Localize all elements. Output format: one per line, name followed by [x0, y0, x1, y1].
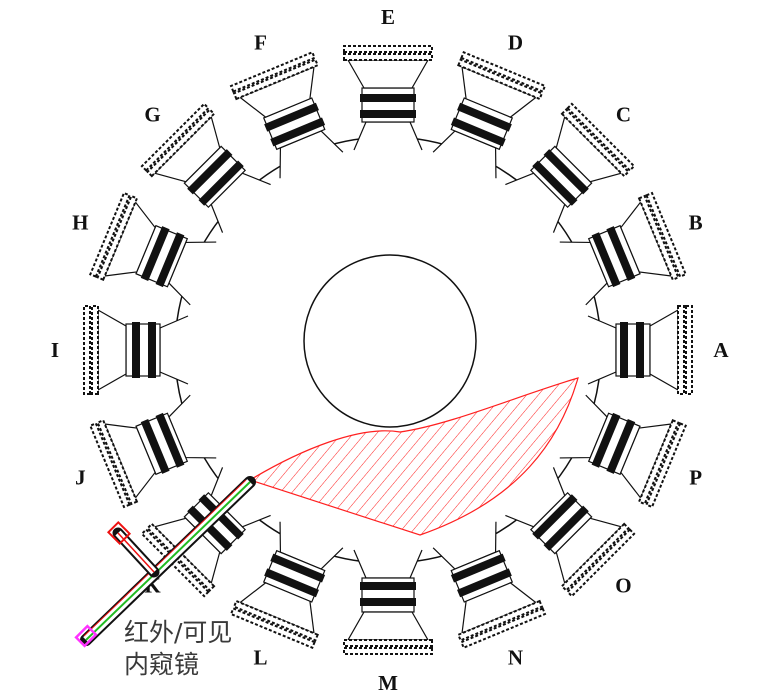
port-label-L: L: [254, 646, 268, 670]
port-N: [432, 521, 547, 650]
port-label-O: O: [615, 573, 631, 597]
port-O: [505, 467, 636, 598]
port-label-B: B: [689, 211, 703, 235]
port-label-J: J: [75, 465, 86, 489]
port-E: [343, 45, 433, 151]
port-I: [83, 305, 189, 395]
port-H: [88, 191, 217, 306]
port-L: [229, 521, 344, 650]
port-label-E: E: [381, 5, 395, 29]
port-label-H: H: [72, 211, 88, 235]
endoscope-tip: [74, 624, 98, 648]
caption-line-1: 红外/可见: [124, 618, 233, 647]
ports-group: [83, 45, 693, 655]
endoscope: [74, 476, 256, 648]
vacuum-vessel-inner-wall: [303, 254, 477, 428]
port-F: [229, 50, 344, 179]
port-A: [587, 305, 693, 395]
port-G: [140, 102, 271, 233]
port-M: [343, 549, 433, 655]
port-label-D: D: [508, 30, 523, 54]
port-label-I: I: [51, 338, 59, 362]
port-label-N: N: [508, 646, 523, 670]
port-label-F: F: [254, 30, 267, 54]
port-C: [505, 102, 636, 233]
port-D: [432, 50, 547, 179]
caption-line-2: 内窥镜: [124, 650, 200, 679]
port-P: [559, 394, 688, 509]
port-label-C: C: [616, 103, 631, 127]
port-J: [88, 394, 217, 509]
port-label-M: M: [378, 671, 398, 691]
port-B: [559, 191, 688, 306]
port-label-P: P: [689, 465, 702, 489]
port-label-G: G: [144, 103, 160, 127]
port-label-A: A: [713, 338, 729, 362]
field-of-view-hatched-region: [248, 377, 579, 536]
